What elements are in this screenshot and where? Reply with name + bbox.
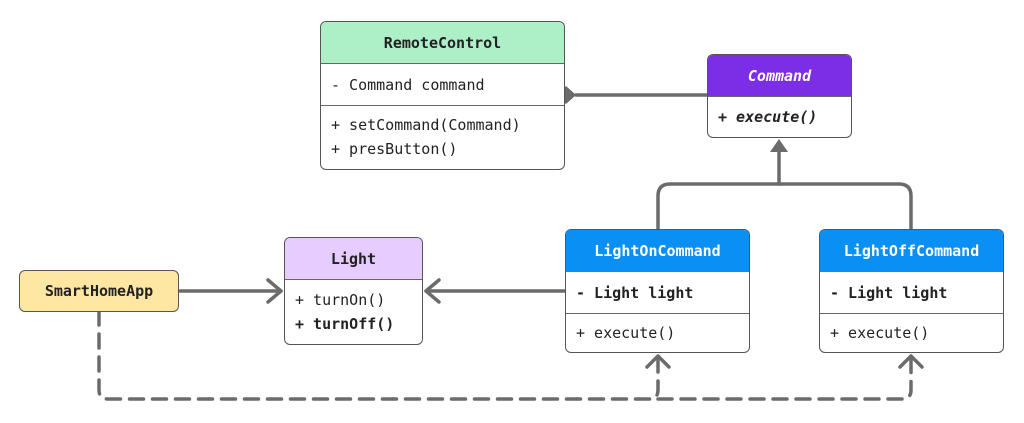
- light-on-command-field: - Light light: [576, 283, 694, 302]
- light-on-command-fields: - Light light: [566, 272, 749, 314]
- remote-control-fields: - Command command: [321, 64, 564, 106]
- light-method: + turnOff(): [295, 314, 395, 333]
- light-on-command-title: LightOnCommand: [566, 230, 749, 272]
- remote-control-method: + presButton(): [331, 140, 458, 158]
- remote-control-class[interactable]: RemoteControl - Command command + setCom…: [320, 21, 565, 170]
- light-off-command-title: LightOffCommand: [820, 230, 1003, 272]
- remote-control-field: - Command command: [331, 75, 485, 94]
- smart-home-app-class[interactable]: SmartHomeApp: [19, 270, 179, 312]
- command-method: + execute(): [718, 108, 818, 126]
- command-methods: + execute(): [708, 97, 851, 137]
- light-off-command-class[interactable]: LightOffCommand - Light light + execute(…: [819, 229, 1004, 353]
- command-interface[interactable]: Command + execute(): [707, 54, 852, 138]
- remote-control-methods: + setCommand(Command) + presButton(): [321, 106, 564, 168]
- light-on-command-class[interactable]: LightOnCommand - Light light + execute(): [565, 229, 750, 353]
- light-title: Light: [285, 238, 422, 280]
- light-off-command-methods: + execute(): [820, 314, 1003, 351]
- remote-control-title: RemoteControl: [321, 22, 564, 64]
- light-off-command-fields: - Light light: [820, 272, 1003, 314]
- dependency-line-off: [656, 354, 913, 401]
- dependency-arrowhead-off: [898, 354, 924, 369]
- realization-line: [656, 182, 913, 232]
- realization-triangle: [770, 139, 788, 152]
- command-title: Command: [708, 55, 851, 97]
- association-command-light-arrowhead: [424, 278, 441, 304]
- light-methods: + turnOn() + turnOff(): [285, 280, 422, 343]
- dependency-arrowhead-on: [645, 354, 671, 369]
- light-off-command-method: + execute(): [830, 323, 930, 342]
- dependency-line-on: [97, 309, 660, 401]
- association-app-light-arrowhead: [266, 278, 283, 304]
- light-off-command-field: - Light light: [830, 283, 948, 302]
- remote-control-method: + setCommand(Command): [331, 116, 521, 134]
- light-class[interactable]: Light + turnOn() + turnOff(): [284, 237, 423, 345]
- light-method: + turnOn(): [295, 290, 386, 309]
- light-on-command-method: + execute(): [576, 323, 676, 342]
- light-on-command-methods: + execute(): [566, 314, 749, 351]
